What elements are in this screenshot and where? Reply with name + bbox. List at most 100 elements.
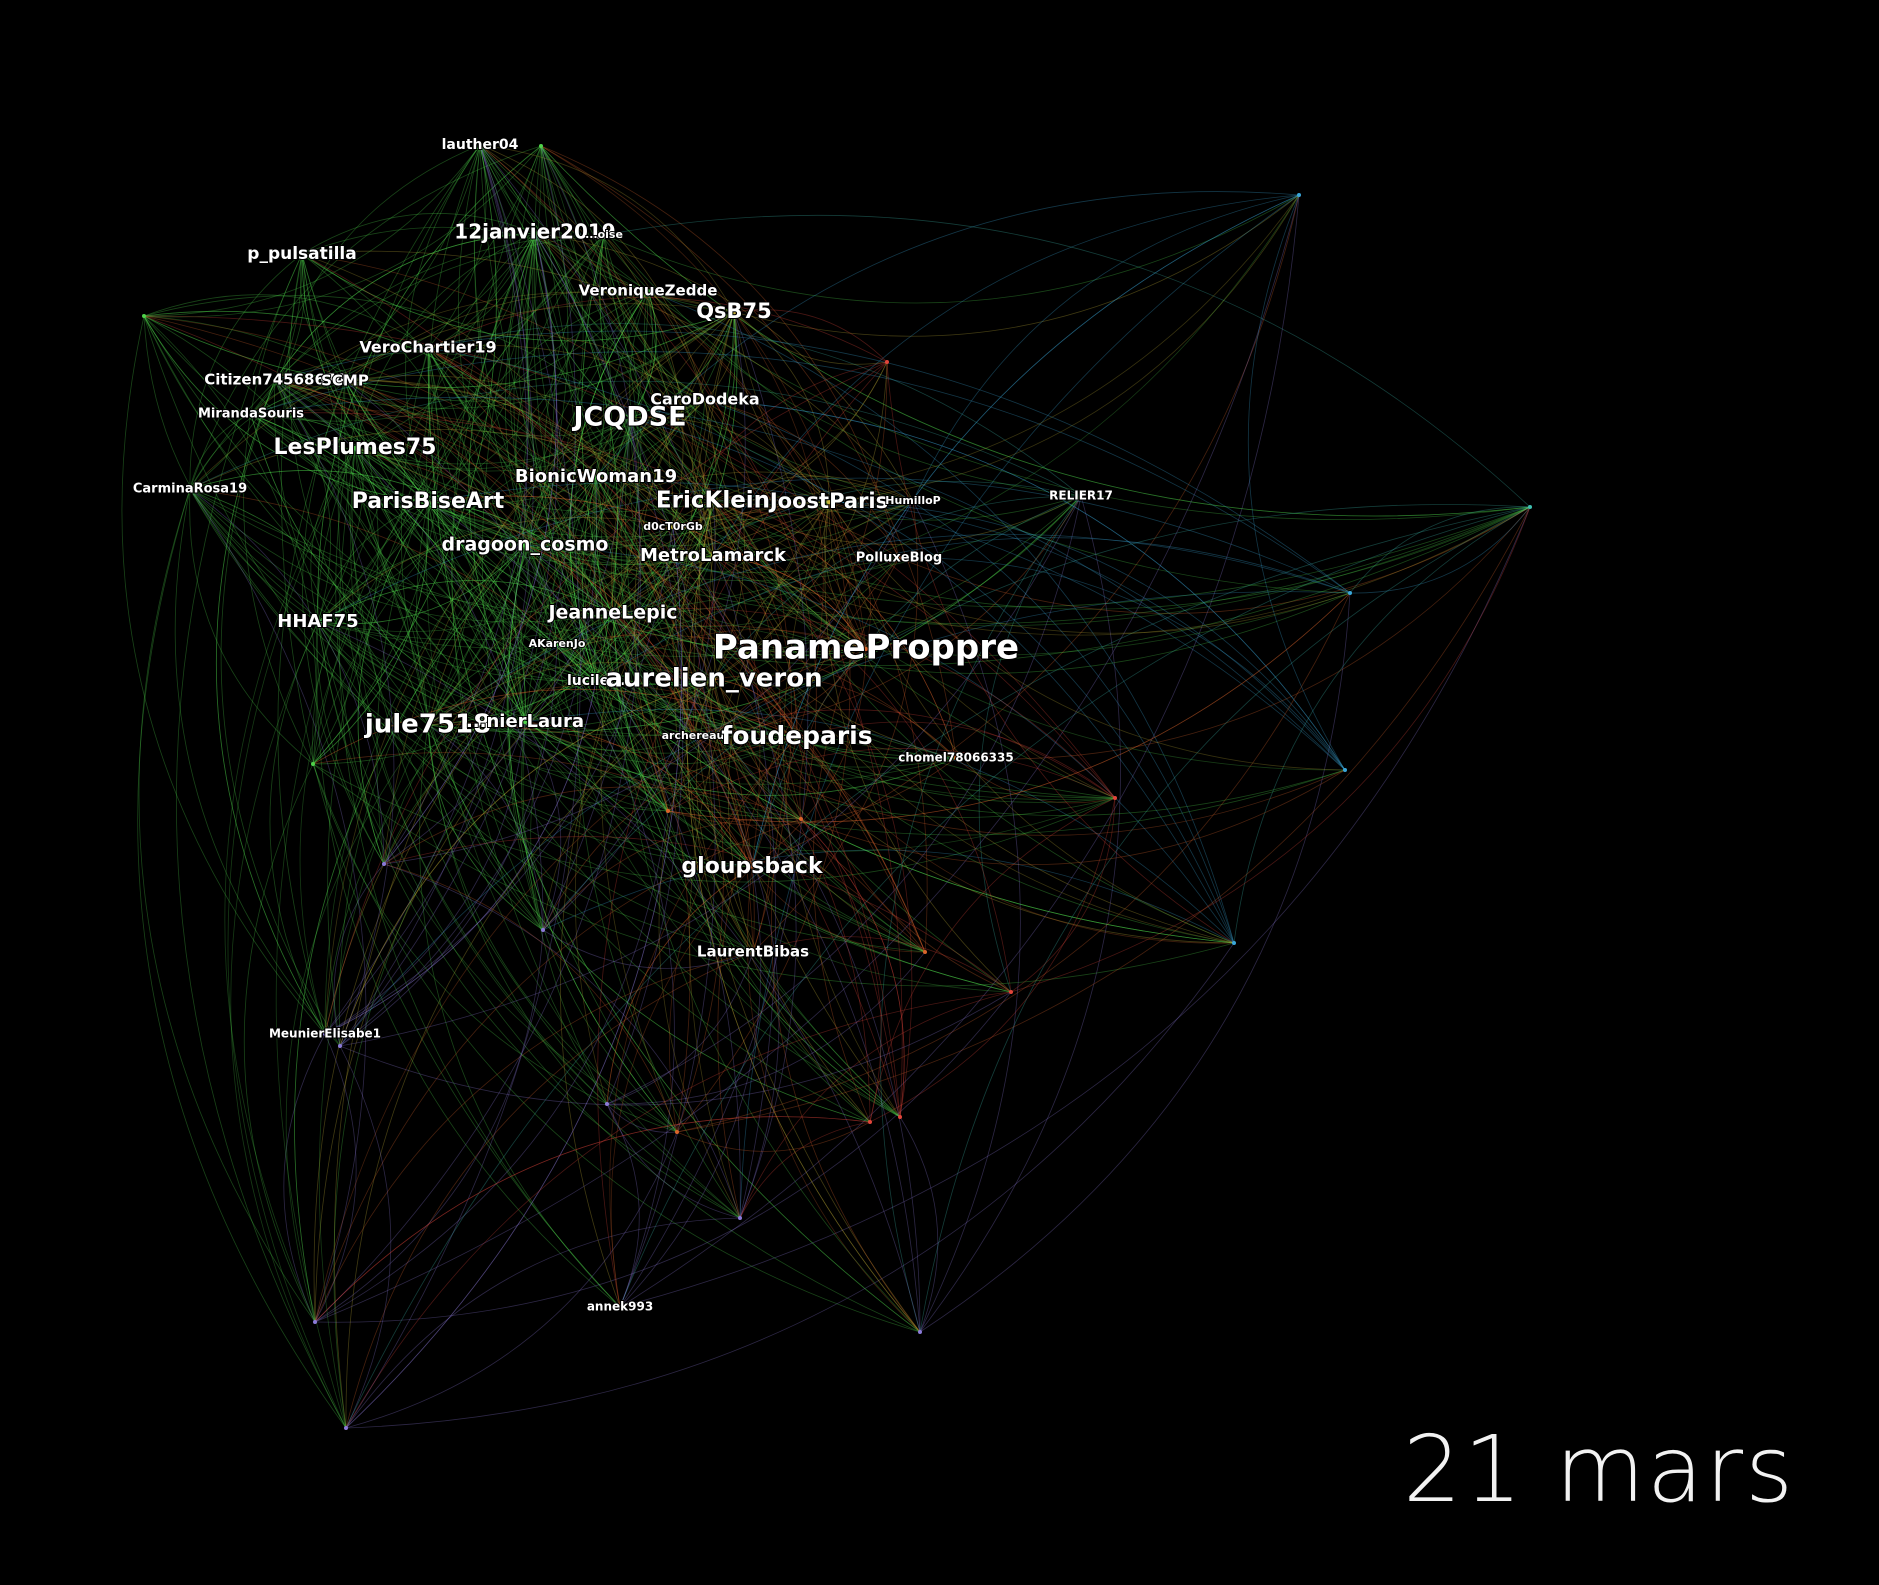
graph-edge (427, 334, 706, 401)
graph-edge (556, 643, 597, 682)
graph-edge (354, 447, 597, 682)
graph-edge (274, 232, 536, 381)
graph-edge (383, 232, 557, 865)
graph-edge (324, 361, 888, 1035)
graph-edge (427, 495, 867, 650)
graph-edge (647, 290, 1235, 944)
graph-node-dot (1009, 990, 1013, 994)
graph-edge (427, 495, 1082, 733)
graph-edge (427, 347, 753, 868)
graph-edge (312, 144, 497, 765)
node-label-p_pulsatilla: p_pulsatilla (247, 244, 356, 264)
graph-edge (647, 290, 928, 953)
graph-edge (220, 379, 341, 1047)
graph-edge (713, 678, 798, 738)
graph-edge (416, 501, 544, 931)
graph-edge (712, 500, 957, 759)
node-label-jule7518: jule7518 (364, 710, 491, 740)
graph-edge (556, 495, 1082, 657)
graph-edge (899, 1116, 939, 1333)
graph-edge (354, 447, 1012, 993)
graph-edge (553, 417, 631, 645)
graph-node-dot (1528, 505, 1532, 509)
graph-edge (354, 447, 871, 1123)
graph-edge (751, 495, 1082, 868)
graph-edge (595, 311, 738, 682)
graph-edge (524, 417, 631, 546)
graph-node-dot (311, 762, 315, 766)
graph-edge (595, 476, 901, 1118)
graph-edge (733, 311, 888, 365)
graph-edge (427, 724, 926, 953)
graph-edge (143, 315, 798, 738)
graph-node-dot (382, 862, 386, 866)
graph-edge (274, 379, 926, 953)
graph-edge (427, 724, 871, 1123)
graph-edge (216, 379, 326, 1035)
graph-edge (427, 501, 614, 614)
graph-edge (595, 476, 867, 650)
graph-edge (796, 736, 1235, 944)
graph-edge (880, 495, 1082, 1333)
graph-edge (1349, 506, 1531, 594)
graph-edge (595, 476, 867, 650)
graph-edge (314, 929, 544, 1323)
graph-edge (427, 495, 1082, 733)
graph-edge (713, 674, 957, 759)
graph-edge (518, 232, 614, 614)
graph-edge (689, 501, 830, 1219)
graph-edge (354, 447, 867, 653)
graph-edge (603, 234, 867, 650)
graph-node-dot (954, 756, 958, 760)
graph-edge (427, 724, 544, 931)
graph-edge (524, 721, 957, 796)
graph-node-dot (671, 525, 675, 529)
graph-edge (274, 379, 1012, 993)
graph-edge (427, 625, 867, 726)
graph-edge (317, 145, 542, 623)
graph-edge (717, 557, 900, 1219)
graph-edge (692, 495, 1082, 737)
node-label-laurentbibas: LaurentBibas (697, 943, 809, 961)
graph-edge (189, 488, 1531, 667)
graph-edge (712, 555, 798, 738)
graph-edge (427, 501, 798, 738)
graph-node-dot (618, 1305, 622, 1309)
graph-edge (427, 323, 1082, 497)
graph-edge (603, 234, 706, 401)
graph-node-dot (426, 723, 430, 727)
graph-edge (619, 194, 1300, 1308)
node-label-archereau: archereau (662, 729, 725, 742)
graph-edge (1010, 797, 1116, 993)
graph-edge (506, 290, 649, 931)
graph-edge (324, 680, 597, 1035)
graph-edge (317, 621, 526, 723)
graph-edge (189, 488, 926, 953)
graph-edge (274, 311, 735, 409)
graph-edge (569, 290, 649, 682)
graph-edge (612, 399, 706, 614)
graph-edge (427, 234, 605, 503)
graph-edge (427, 501, 694, 737)
graph-edge (312, 763, 1116, 883)
graph-edge (250, 399, 706, 465)
node-label-lauther04: lauther04 (442, 137, 519, 153)
graph-edge (606, 951, 926, 1105)
graph-edge (712, 361, 888, 502)
graph-edge (800, 818, 905, 1118)
graph-edge (556, 399, 706, 645)
graph-edge (189, 488, 900, 616)
graph-edge (609, 736, 798, 1308)
graph-edge (345, 1217, 741, 1429)
graph-edge (629, 417, 798, 738)
graph-edge (747, 866, 921, 1333)
graph-node-dot (300, 252, 304, 256)
graph-edge (344, 380, 753, 868)
node-label-annek993: annek993 (587, 1300, 653, 1314)
graph-edge (521, 721, 678, 1133)
graph-edge (534, 232, 914, 502)
graph-edge (599, 234, 714, 557)
graph-edge (274, 379, 429, 726)
graph-edge (427, 481, 1346, 771)
graph-edge (524, 500, 714, 553)
